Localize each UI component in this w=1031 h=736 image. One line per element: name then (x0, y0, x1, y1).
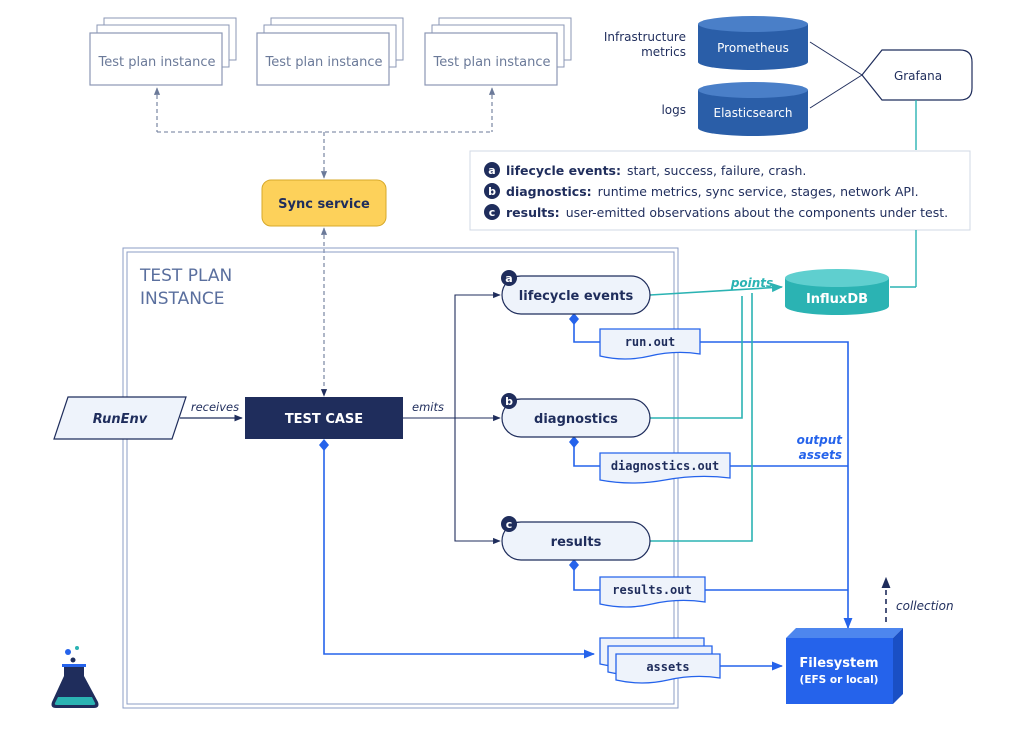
badge-c-text: c (489, 206, 496, 219)
points-flows (649, 283, 784, 542)
stream-label: lifecycle events (519, 289, 634, 304)
influxdb-label: InfluxDB (806, 292, 868, 307)
badge-c-text: c (506, 518, 513, 531)
badge-a-text: a (505, 272, 512, 285)
influxdb-database: InfluxDB (785, 269, 889, 315)
points-label: points (730, 276, 773, 290)
file-label: run.out (625, 335, 676, 349)
test-plan-instance-1: Test plan instance (89, 17, 237, 86)
stream-lifecycle-events: a lifecycle events (501, 270, 651, 315)
emits-label: emits (412, 400, 444, 414)
prometheus-label: Prometheus (717, 41, 789, 55)
assets-files: assets (599, 637, 721, 684)
stream-label: results (551, 535, 602, 550)
runenv-label: RunEnv (93, 412, 148, 427)
elasticsearch-database: Elasticsearch (698, 82, 808, 136)
file-run-out: run.out (599, 328, 701, 360)
assets-label: assets (646, 660, 689, 674)
grafana-node: Grafana (861, 49, 973, 101)
test-plan-container: TEST PLAN INSTANCE (122, 247, 679, 709)
badge-c (484, 204, 500, 220)
badge-c (501, 516, 517, 532)
container-title-line2: INSTANCE (140, 289, 225, 309)
elasticsearch-label: Elasticsearch (713, 106, 792, 120)
legend-desc: runtime metrics, sync service, stages, n… (598, 184, 919, 199)
legend-term: diagnostics: (506, 184, 592, 199)
sync-service-label: Sync service (278, 197, 370, 212)
file-label: diagnostics.out (611, 459, 719, 473)
legend-item-a-text: lifecycle events: start, success, failure… (506, 163, 806, 178)
logs-label: logs (661, 103, 686, 117)
file-label: results.out (612, 583, 691, 597)
filesystem-node: Filesystem (EFS or local) (786, 628, 903, 704)
badge-b-text: b (488, 185, 496, 198)
test-plan-instance-label: Test plan instance (97, 55, 215, 70)
grafana-connectors (809, 41, 863, 109)
infra-metrics-label-line2: metrics (641, 45, 686, 59)
legend-item-c: c results: user-emitted observations abou… (484, 204, 948, 220)
legend-item-b: b diagnostics: runtime metrics, sync serv… (484, 183, 919, 199)
emits-connectors (403, 291, 501, 545)
collection-label: collection (896, 599, 954, 613)
test-plan-instance-label: Test plan instance (264, 55, 382, 70)
legend-box: a lifecycle events: start, success, failu… (469, 150, 971, 231)
output-assets-label-line1: output (797, 433, 844, 447)
badge-a (484, 162, 500, 178)
file-results-out: results.out (599, 576, 706, 608)
filesystem-title: Filesystem (799, 656, 878, 671)
legend-term: results: (506, 205, 560, 220)
sync-connectors (153, 87, 496, 397)
stream-results: c results (501, 516, 651, 561)
receives-label: receives (191, 400, 239, 414)
test-plan-instance-label: Test plan instance (432, 55, 550, 70)
output-flows (323, 318, 853, 671)
legend-desc: start, success, failure, crash. (627, 163, 806, 178)
legend-term: lifecycle events: (506, 163, 621, 178)
grafana-label: Grafana (894, 69, 942, 83)
badge-a (501, 270, 517, 286)
test-case-label: TEST CASE (285, 412, 363, 427)
badge-b-text: b (505, 395, 513, 408)
legend-desc: user-emitted observations about the comp… (566, 205, 948, 220)
filesystem-subtitle: (EFS or local) (800, 674, 879, 686)
diamond-markers (319, 313, 579, 571)
test-plan-instance-2: Test plan instance (256, 17, 404, 86)
legend-item-a: a lifecycle events: start, success, failu… (484, 162, 806, 178)
prometheus-database: Prometheus (698, 16, 808, 70)
badge-b (484, 183, 500, 199)
test-case-node: TEST CASE (245, 397, 403, 439)
flask-logo-icon (51, 646, 99, 708)
stream-diagnostics: b diagnostics (501, 393, 651, 438)
file-diagnostics-out: diagnostics.out (599, 452, 731, 484)
stream-label: diagnostics (534, 412, 618, 427)
legend-item-c-text: results: user-emitted observations about … (506, 205, 948, 220)
legend-item-b-text: diagnostics: runtime metrics, sync servic… (506, 184, 919, 199)
badge-b (501, 393, 517, 409)
container-title-line1: TEST PLAN (139, 266, 232, 286)
badge-a-text: a (488, 164, 495, 177)
sync-service: Sync service (261, 179, 387, 227)
runenv-node: RunEnv (53, 396, 187, 440)
output-assets-label-line2: assets (799, 448, 842, 462)
infra-metrics-label-line1: Infrastructure (604, 30, 686, 44)
test-plan-instance-3: Test plan instance (424, 17, 572, 86)
